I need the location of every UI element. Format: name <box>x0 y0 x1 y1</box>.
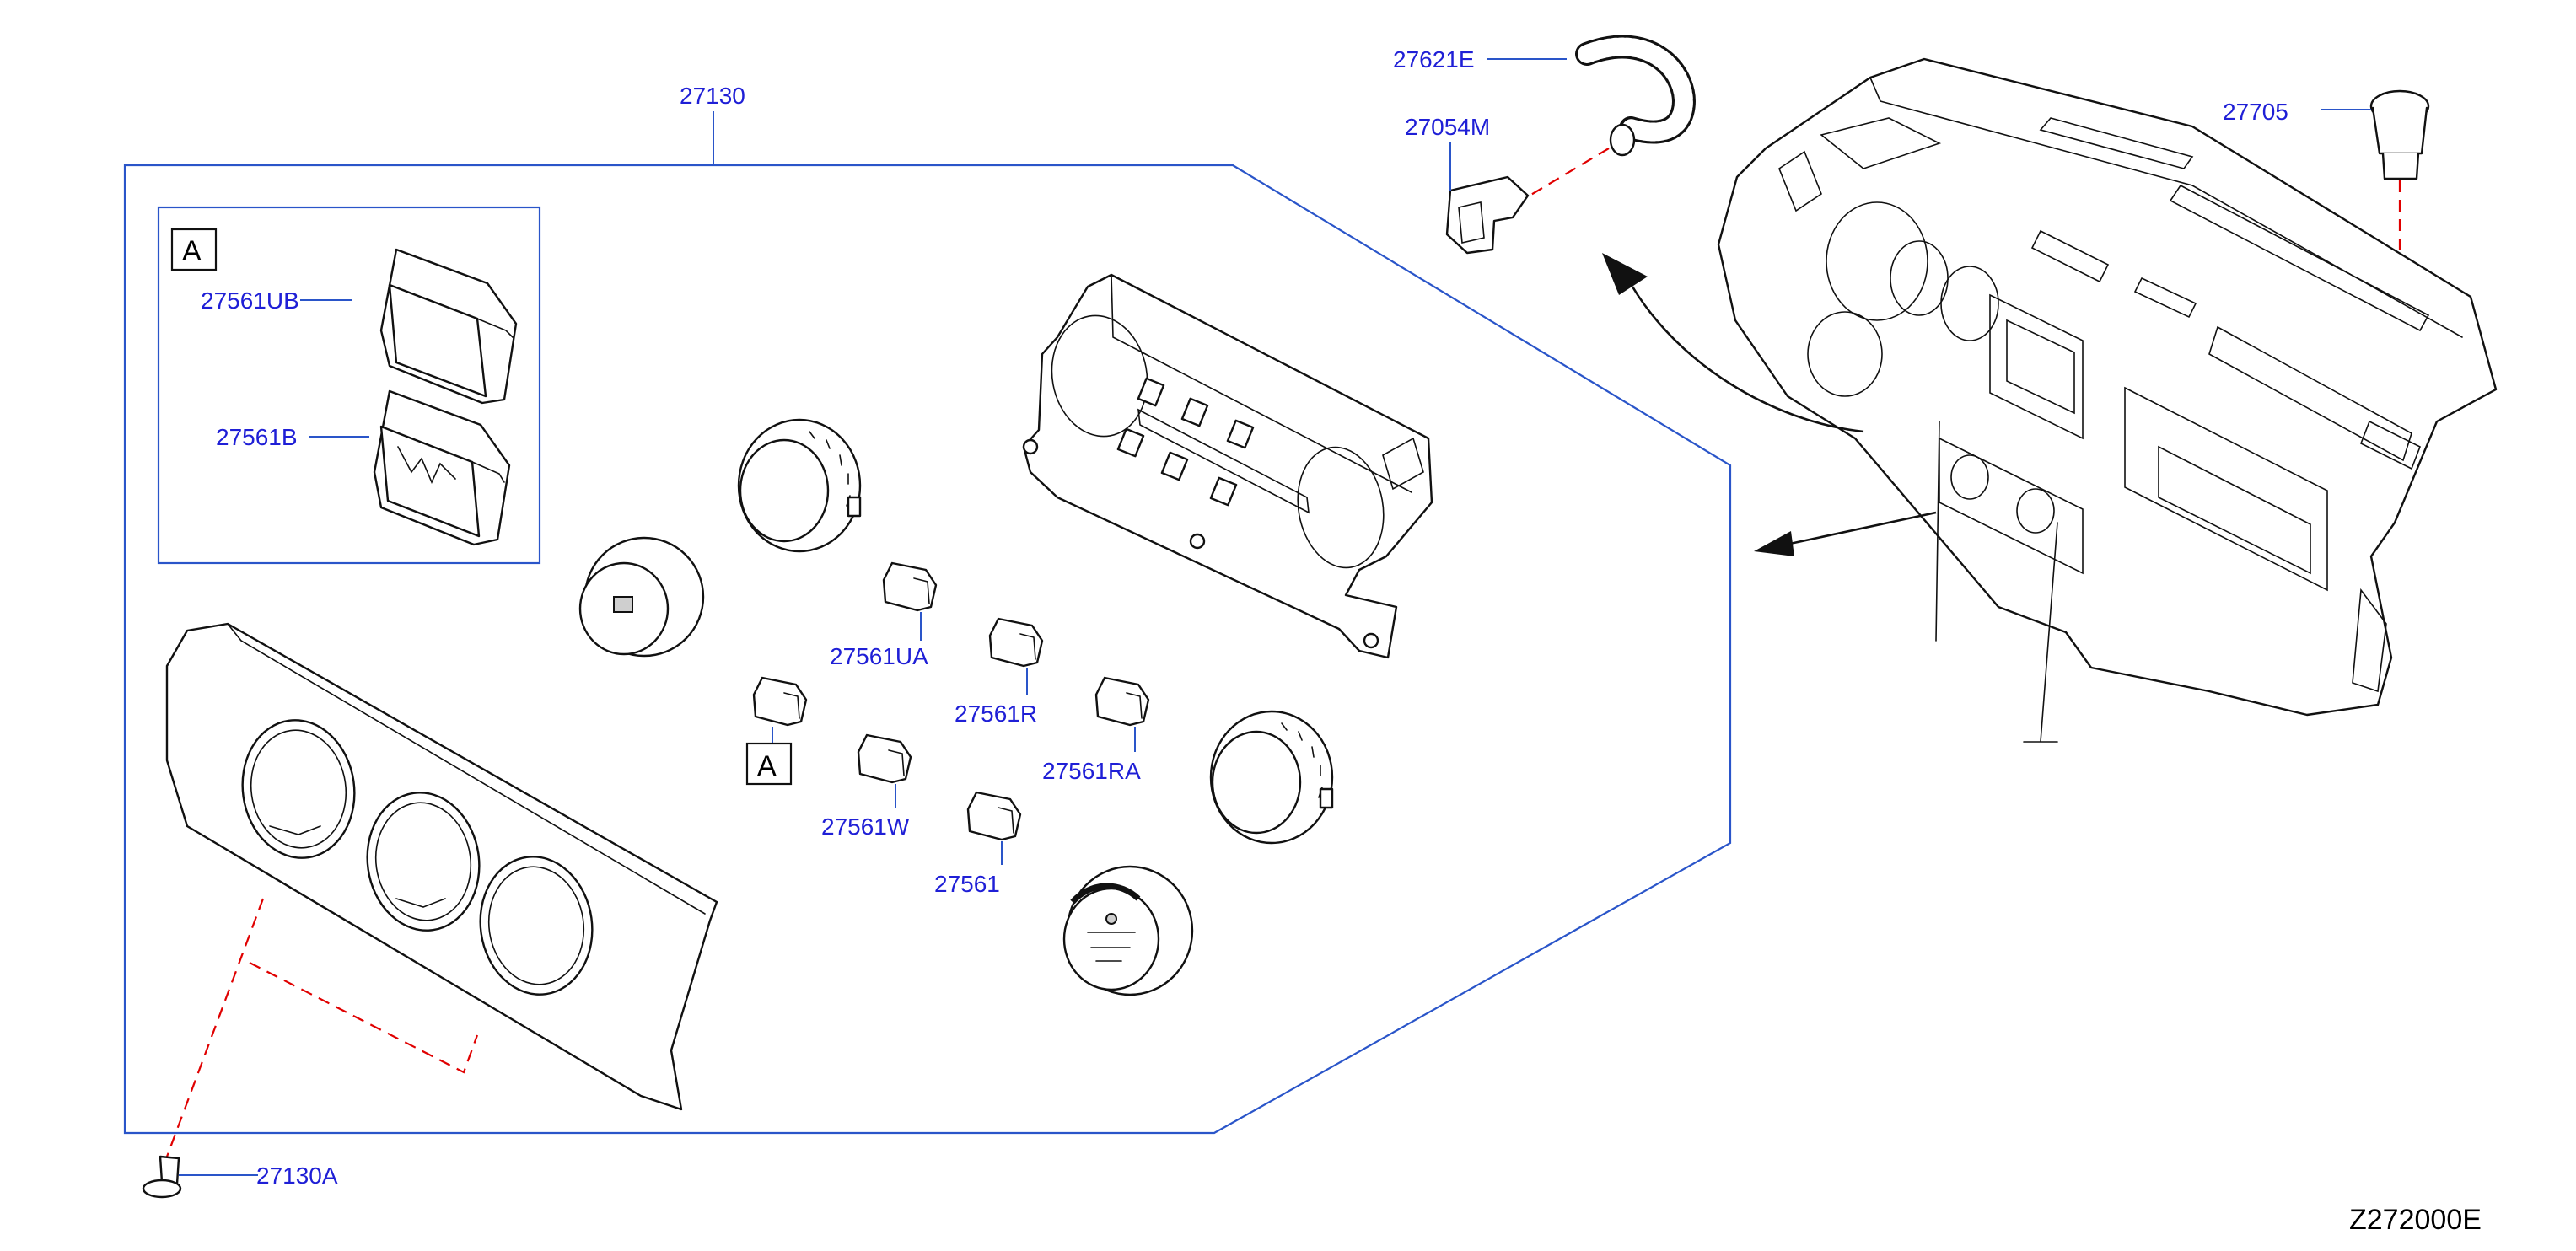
diagram-code: Z272000E <box>2349 1204 2482 1236</box>
part-number-27130a[interactable]: 27130A <box>256 1162 338 1189</box>
switch-27561[interactable] <box>966 791 1022 841</box>
control-unit-module[interactable] <box>1022 273 1433 659</box>
part-number-27621e[interactable]: 27621E <box>1393 46 1475 72</box>
part-number-27130[interactable]: 27130 <box>680 83 745 109</box>
part-number-27561w[interactable]: 27561W <box>821 813 910 840</box>
switch-27561r[interactable] <box>988 617 1044 668</box>
part-number-27561ua[interactable]: 27561UA <box>830 643 928 669</box>
knob-fan-speed[interactable] <box>1062 865 1194 996</box>
switch-27561ra[interactable] <box>1094 676 1150 727</box>
part-number-27561ra[interactable]: 27561RA <box>1042 758 1141 784</box>
arrow-head-control-unit <box>1754 531 1794 556</box>
part-number-27054m[interactable]: 27054M <box>1405 114 1490 140</box>
switch-27561w[interactable] <box>857 733 912 784</box>
sunload-sensor-27705[interactable] <box>2369 89 2430 180</box>
in-car-sensor-27054m[interactable] <box>1445 175 1530 255</box>
arrow-head-sensor <box>1602 253 1648 295</box>
reference-marker-a: A <box>182 235 202 267</box>
screw-27130a[interactable] <box>142 1155 182 1199</box>
button-cap-27561ub[interactable] <box>379 248 518 405</box>
arrow-to-sensor <box>1631 286 1864 433</box>
bezel-guide-line <box>249 962 479 1074</box>
knob-ring-upper[interactable] <box>737 418 862 553</box>
reference-box-a-switch <box>745 742 793 786</box>
reference-box-a <box>170 228 218 271</box>
fan-icon <box>1105 913 1117 925</box>
switch-27561ua[interactable] <box>882 561 938 612</box>
part-number-27561r[interactable]: 27561R <box>955 701 1037 727</box>
assembly-frame <box>123 164 1732 1135</box>
hose-guide-line <box>1529 148 1610 196</box>
part-number-27705[interactable]: 27705 <box>2223 99 2288 125</box>
screw-guide-line <box>165 898 265 1157</box>
part-number-27561[interactable]: 27561 <box>934 871 1000 897</box>
front-bezel-panel[interactable] <box>165 622 718 1111</box>
switch-a[interactable] <box>752 676 808 727</box>
part-number-27561b[interactable]: 27561B <box>216 424 298 450</box>
knob-ring-lower[interactable] <box>1209 710 1334 845</box>
button-cap-27561b[interactable] <box>373 389 511 546</box>
instrument-panel <box>1717 57 2498 743</box>
part-number-27561ub[interactable]: 27561UB <box>201 287 299 314</box>
aspirator-hose-27621e[interactable] <box>1575 35 1696 157</box>
sub-box-a <box>157 206 541 565</box>
reference-marker-a-switch: A <box>757 750 777 782</box>
arrow-to-control-unit <box>1785 511 1937 546</box>
knob-indicator-icon <box>613 596 633 613</box>
knob-left-plain[interactable] <box>578 536 705 658</box>
